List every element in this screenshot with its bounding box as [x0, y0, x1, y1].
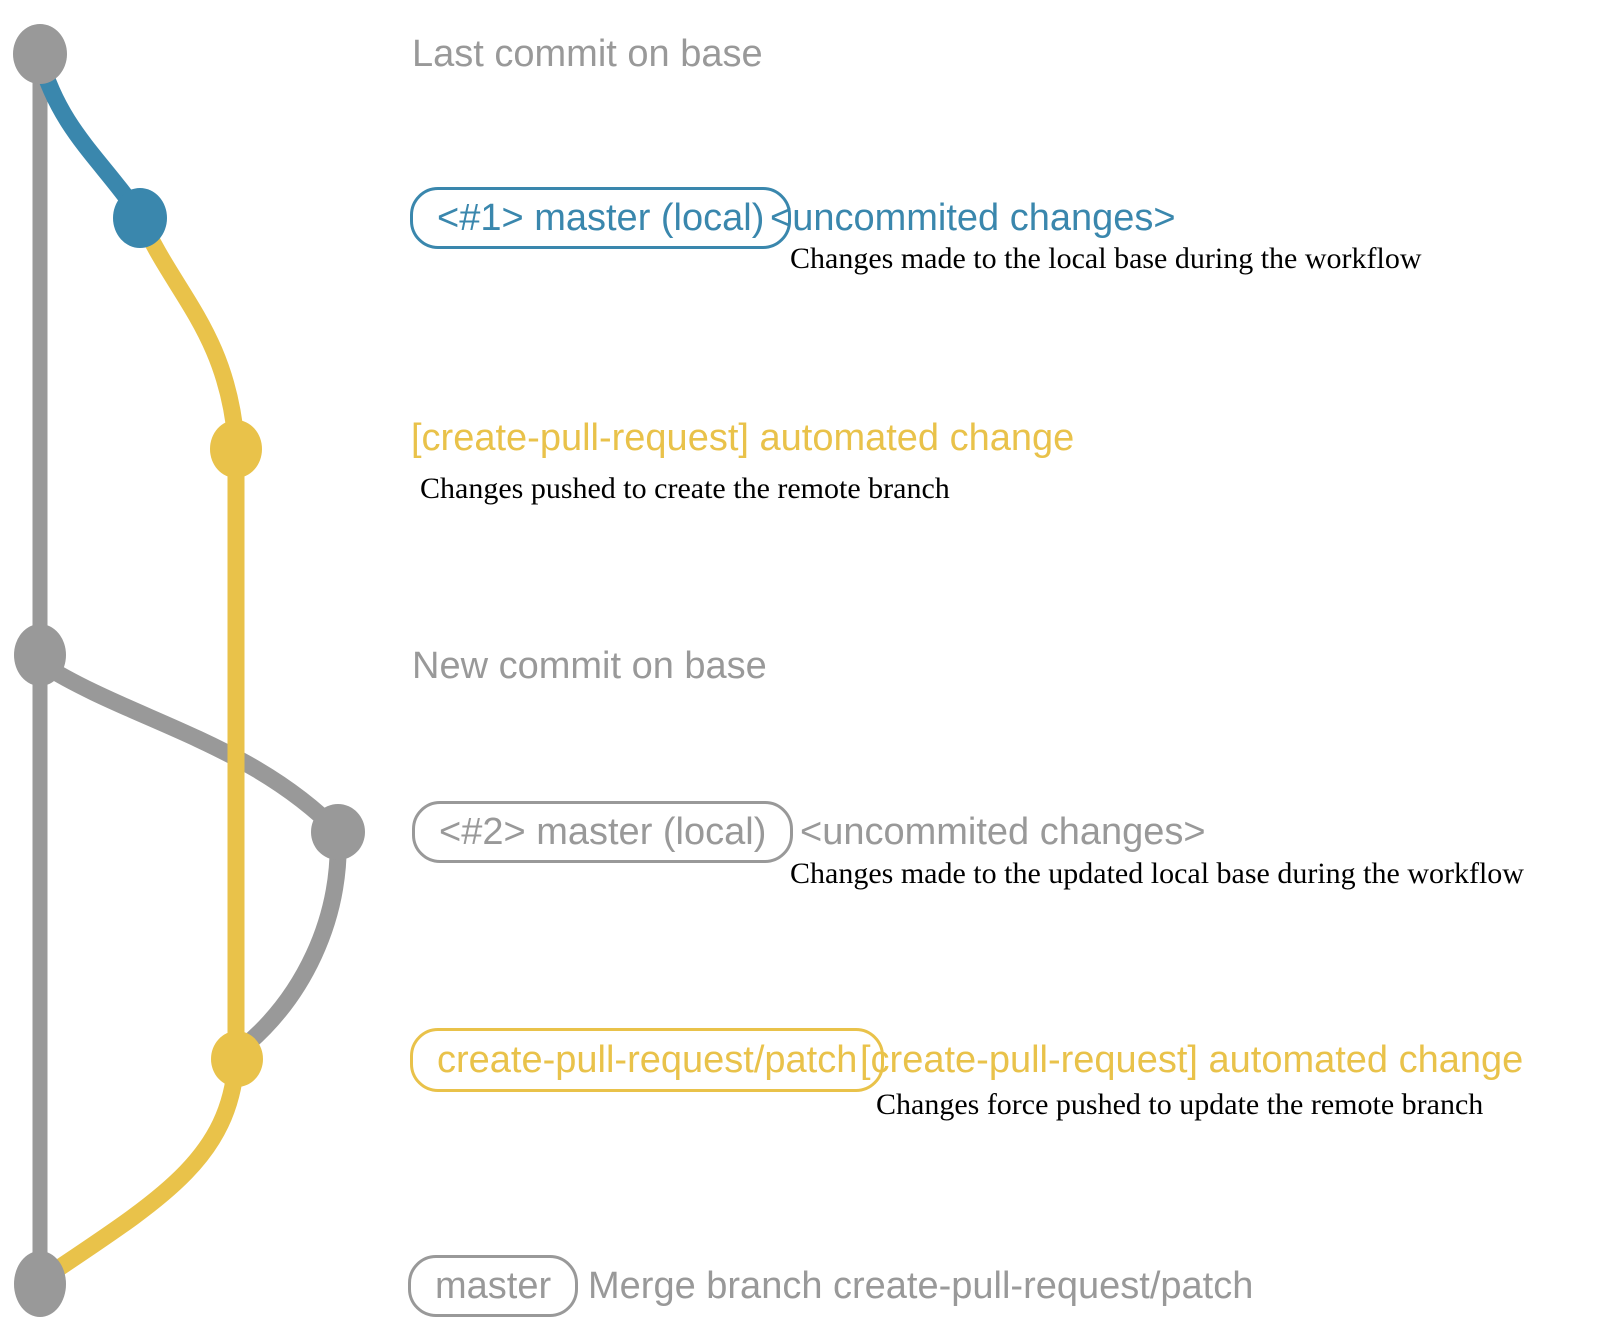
commit-dot-last-base [13, 24, 67, 84]
branch-badge-master: master [408, 1255, 579, 1317]
uncommitted-changes-label-1: <uncommited changes> [770, 197, 1176, 239]
commit-dot-merge [14, 1251, 66, 1317]
commit-dot-new-base [14, 624, 66, 686]
branch-badge-patch: create-pull-request/patch [410, 1028, 885, 1092]
patch-branch-curve [131, 207, 245, 449]
commit-label-last-base: Last commit on base [412, 33, 763, 75]
commit-label-merge: Merge branch create-pull-request/patch [588, 1265, 1254, 1307]
commit-dot-patch-1 [210, 420, 262, 478]
branch-badge-master-local-2: <#2> master (local) [412, 801, 794, 863]
commit-label-automated-change-1: [create-pull-request] automated change [411, 417, 1075, 459]
commit-dot-patch-2 [211, 1031, 263, 1087]
commit-label-new-base: New commit on base [412, 645, 767, 687]
commit-label-automated-change-2: [create-pull-request] automated change [860, 1039, 1524, 1081]
commit-dot-local-master-1 [113, 188, 167, 248]
caption-push-create: Changes pushed to create the remote bran… [420, 472, 950, 505]
uncommitted-branch-curve [31, 49, 149, 225]
commit-dot-local-master-2 [311, 804, 365, 860]
caption-local-changes-1: Changes made to the local base during th… [790, 242, 1422, 275]
caption-force-push: Changes force pushed to update the remot… [876, 1088, 1484, 1121]
base-update-curve [33, 655, 347, 841]
caption-local-changes-2: Changes made to the updated local base d… [790, 857, 1524, 890]
rebase-curve [231, 823, 347, 1059]
branch-badge-master-local-1: <#1> master (local) [410, 187, 792, 249]
uncommitted-changes-label-2: <uncommited changes> [800, 811, 1206, 853]
merge-curve [35, 1055, 245, 1287]
